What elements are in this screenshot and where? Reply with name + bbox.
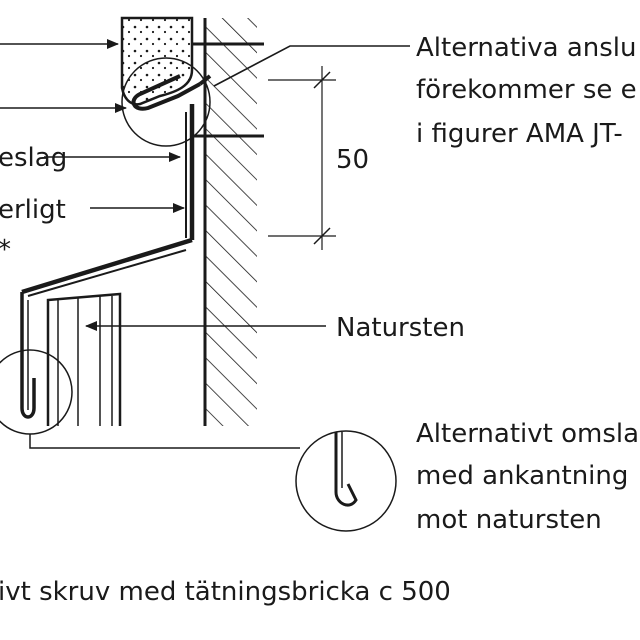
alt-connection-line-1: Alternativa anslu	[416, 33, 637, 63]
alt-fold-line-2: med ankantning	[416, 461, 628, 491]
detail-circle-drip	[0, 349, 300, 449]
dimension-value: 50	[336, 145, 369, 175]
alt-fold-line-1: Alternativt omsla	[416, 419, 639, 449]
fixing-bars	[192, 42, 264, 138]
screw-note: ivt skruv med tätningsbricka c 500	[0, 577, 451, 607]
natural-stone-block	[46, 292, 122, 426]
alt-connection-line-3: i figurer AMA JT-	[416, 119, 623, 149]
detail-circle-top	[121, 57, 211, 147]
labels: Alternativa anslu förekommer se e i figu…	[0, 33, 639, 607]
asterisk-label: *	[0, 235, 11, 265]
alt-connection-line-2: förekommer se e	[416, 75, 637, 105]
sealant-joint	[120, 16, 194, 106]
flashing-profile	[20, 74, 212, 419]
wall	[203, 18, 257, 426]
leader-arrows	[0, 39, 410, 331]
fold-label: eslag	[0, 143, 67, 173]
dimension-line	[268, 66, 336, 250]
natural-stone-label: Natursten	[336, 313, 465, 343]
alt-fold-line-3: mot natursten	[416, 505, 602, 535]
vertical-label: erligt	[0, 195, 66, 225]
detail-circle-alt-fold	[295, 430, 397, 532]
